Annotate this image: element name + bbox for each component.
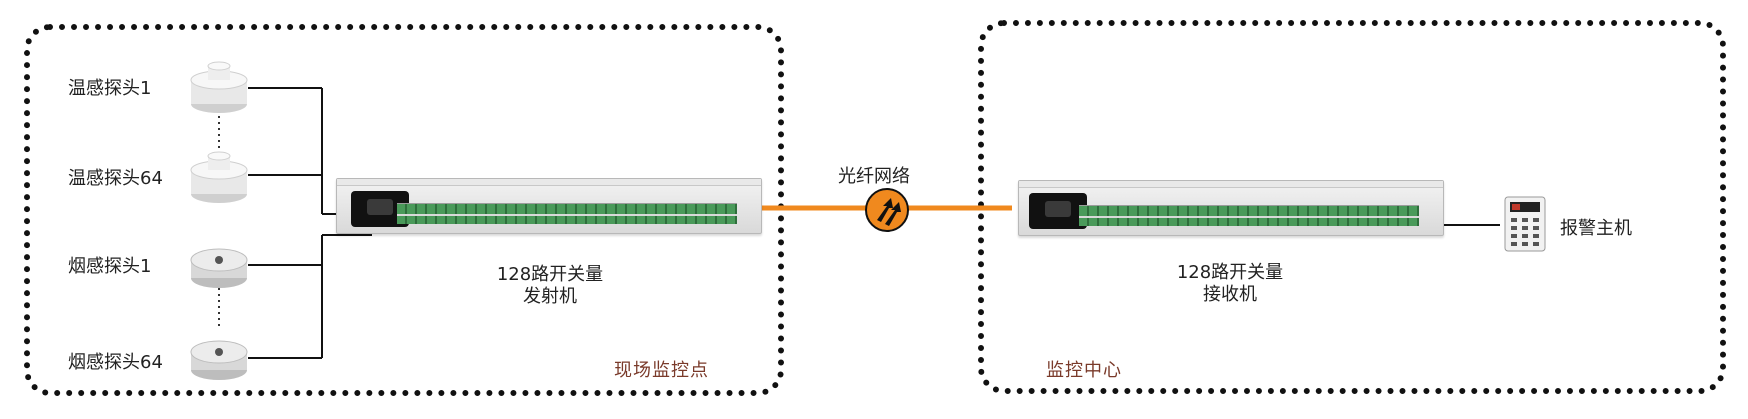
alarm-host-icon bbox=[1504, 196, 1546, 252]
field-zone-label: 现场监控点 bbox=[614, 360, 709, 381]
transmitter-device bbox=[336, 178, 762, 234]
center-zone-label: 监控中心 bbox=[1046, 360, 1122, 381]
heat-sensor-1-icon bbox=[190, 61, 248, 113]
smoke-sensor-64-icon bbox=[190, 340, 248, 380]
receiver-device bbox=[1018, 180, 1444, 236]
smoke-sensor-1-label: 烟感探头1 bbox=[68, 256, 152, 277]
fiber-network-label: 光纤网络 bbox=[838, 166, 910, 187]
smoke-sensor-64-label: 烟感探头64 bbox=[68, 352, 163, 373]
receiver-label: 128路开关量 接收机 bbox=[1176, 262, 1284, 305]
fiber-network-icon bbox=[865, 188, 909, 232]
smoke-sensor-1-icon bbox=[190, 248, 248, 288]
transmitter-label: 128路开关量 发射机 bbox=[496, 264, 604, 307]
transmitter-terminal-block bbox=[397, 203, 737, 224]
heat-sensor-1-label: 温感探头1 bbox=[68, 78, 152, 99]
heat-sensor-64-icon bbox=[190, 151, 248, 203]
receiver-terminal-block bbox=[1079, 205, 1419, 226]
heat-sensor-64-label: 温感探头64 bbox=[68, 168, 163, 189]
receiver-power-socket-icon bbox=[1029, 193, 1087, 229]
alarm-host-label: 报警主机 bbox=[1560, 218, 1632, 239]
